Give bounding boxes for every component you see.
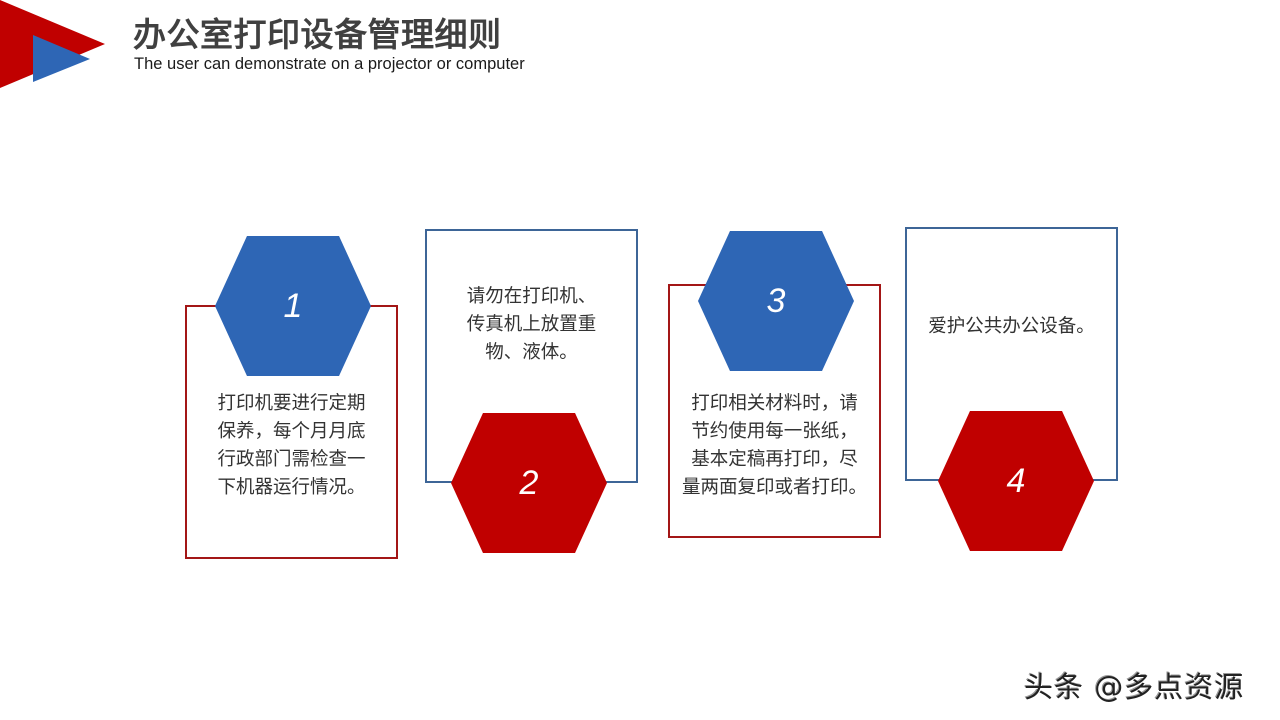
step-1-text: 打印机要进行定期 保养，每个月月底 行政部门需检查一 下机器运行情况。	[217, 393, 366, 498]
step-4-number: 4	[1006, 462, 1026, 500]
step-2-hexagon: 2	[451, 413, 607, 553]
page-title: 办公室打印设备管理细则	[133, 15, 502, 54]
step-3-hexagon: 3	[698, 231, 854, 371]
page-subtitle: The user can demonstrate on a projector …	[134, 55, 525, 73]
step-4-hexagon: 4	[938, 411, 1094, 551]
step-1-number: 1	[283, 287, 303, 325]
step-3-number: 3	[766, 282, 786, 320]
corner-triangle-logo-icon	[0, 0, 105, 88]
step-2-number: 2	[519, 464, 539, 502]
step-2-box: 请勿在打印机、 传真机上放置重 物、液体。	[425, 229, 638, 483]
step-2-text: 请勿在打印机、 传真机上放置重 物、液体。	[466, 286, 597, 363]
step-4-text: 爱护公共办公设备。	[928, 316, 1095, 337]
step-3-text: 打印相关材料时，请 节约使用每一张纸， 基本定稿再打印，尽 量两面复印或者打印。	[681, 393, 867, 498]
step-1-hexagon: 1	[215, 236, 371, 376]
watermark: 头条 @多点资源	[1024, 670, 1245, 704]
